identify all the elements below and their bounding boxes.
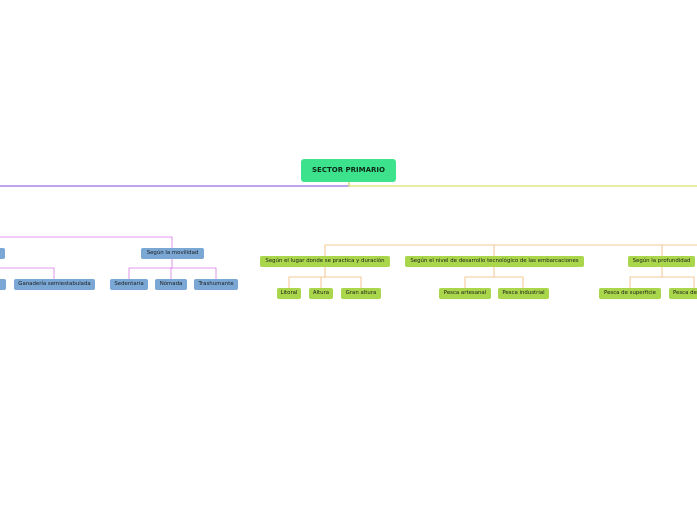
node-partial-left-2[interactable] — [0, 279, 6, 290]
link-profundidad-children — [629, 267, 695, 288]
link-ganaderia — [0, 267, 55, 279]
link-nivel-children — [464, 267, 524, 288]
node-trashumante[interactable]: Trashumante — [194, 279, 238, 290]
node-pesca-artesanal[interactable]: Pesca artesanal — [439, 288, 491, 299]
link-root-left — [0, 182, 350, 187]
node-pesca-de-partial[interactable]: Pesca de — [669, 288, 697, 299]
node-partial-left-1[interactable] — [0, 248, 5, 259]
node-profundidad[interactable]: Según la profundidad — [628, 256, 695, 267]
root-node[interactable]: SECTOR PRIMARIO — [301, 159, 396, 182]
node-pesca-industrial[interactable]: Pesca industrial — [498, 288, 549, 299]
node-sedentaria[interactable]: Sedentaria — [110, 279, 148, 290]
link-movilidad-children — [128, 259, 217, 279]
link-right-groups — [324, 244, 697, 256]
node-ganaderia-semiestabulada[interactable]: Ganadería semiestabulada — [14, 279, 95, 290]
node-litoral[interactable]: Litoral — [277, 288, 301, 299]
node-lugar-duracion[interactable]: Según el lugar donde se practica y durac… — [260, 256, 390, 267]
node-nomada[interactable]: Nómada — [155, 279, 187, 290]
node-gran-altura[interactable]: Gran altura — [341, 288, 381, 299]
link-root-right — [348, 182, 697, 187]
link-left-sub — [0, 236, 173, 248]
node-altura[interactable]: Altura — [309, 288, 333, 299]
node-pesca-superficie[interactable]: Pesca de superficie — [599, 288, 661, 299]
node-nivel-tecnologico[interactable]: Según el nivel de desarrollo tecnológico… — [405, 256, 584, 267]
node-movilidad[interactable]: Según la movilidad — [141, 248, 204, 259]
link-lugar-children — [288, 267, 362, 288]
